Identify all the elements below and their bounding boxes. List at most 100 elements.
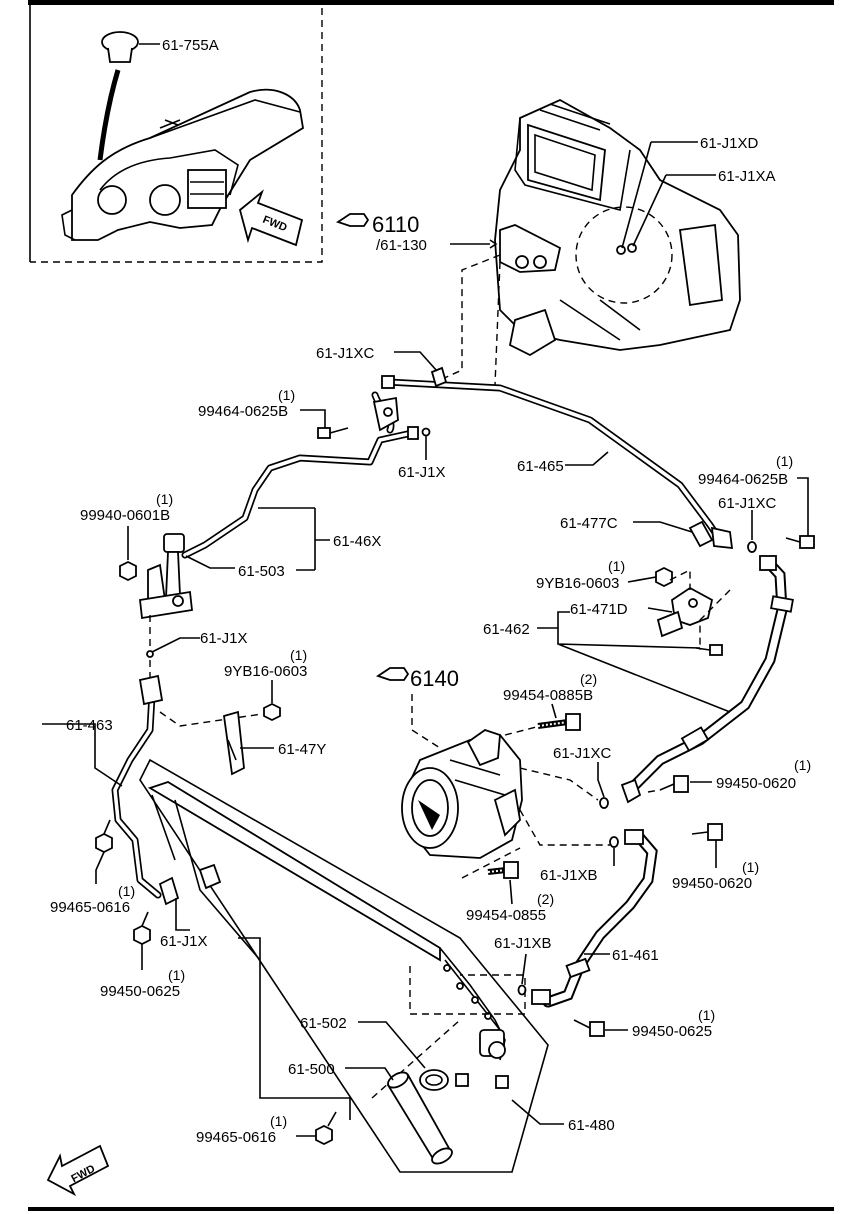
label-9yb16-0603-left: 9YB16-0603 [224, 663, 307, 680]
fwd-arrow-bottom: FWD [46, 1144, 110, 1197]
leader-61-j1x-left [151, 637, 200, 653]
dashed-receiver [371, 1019, 461, 1099]
label-61-j1xa: 61-J1XA [718, 168, 776, 185]
label-61-500: 61-500 [288, 1061, 335, 1078]
label-61-503: 61-503 [238, 563, 285, 580]
label-61-j1x-left: 61-J1X [200, 630, 248, 647]
fitting-61-477c [688, 520, 734, 550]
bolt-99464-0625b-left [317, 427, 349, 439]
valve-block-61-503 [139, 533, 193, 620]
label-99940-0601b: 99940-0601B [80, 507, 170, 524]
bolt-99450-0620-a [659, 775, 689, 793]
pipe-61-46x [181, 426, 419, 559]
leader-61-480 [511, 1099, 564, 1125]
label-99450-0620-a: 99450-0620 [716, 775, 796, 792]
hvac-unit-illustration [494, 98, 741, 357]
dashed-9yb16-left [159, 711, 263, 727]
label-99464-0625b-left: 99464-0625B [198, 403, 288, 420]
bolt-99465-0616-bottom [315, 1111, 337, 1146]
label-61-461: 61-461 [612, 947, 659, 964]
condenser-61-480 [139, 758, 549, 1173]
leader-61-465 [565, 451, 609, 466]
inset-leader-arc [97, 69, 121, 161]
count-99450-0625-left: (1) [168, 967, 185, 983]
label-61-477c: 61-477C [560, 515, 618, 532]
oring-61-j1xc-right [747, 541, 757, 553]
bolt-receiver [495, 1075, 509, 1089]
bolt-99454-0855 [487, 861, 519, 879]
count-99464-0625b-left: (1) [278, 387, 295, 403]
dashed-connector-hvac-right [494, 261, 501, 386]
hose-61-462 [620, 555, 794, 804]
leader-61-500 [345, 1067, 394, 1081]
label-99464-0625b-right: 99464-0625B [698, 471, 788, 488]
dashboard-illustration [61, 88, 304, 241]
leader-61-j1xd [621, 141, 698, 249]
count-99454-0885b: (2) [580, 671, 597, 687]
label-99465-0616-left: 99465-0616 [50, 899, 130, 916]
dashed-bracket-right [699, 589, 731, 650]
group-ref-icon-6140 [375, 667, 410, 681]
bolt-clamp-502 [455, 1073, 469, 1087]
count-99454-0855: (2) [537, 891, 554, 907]
leader-99464-0625b-left [300, 409, 326, 428]
clamp-61-502 [419, 1069, 449, 1091]
dashed-comp-j1xb [519, 809, 610, 846]
leader-99454-0885b [551, 703, 557, 719]
dashed-6140 [411, 694, 441, 749]
leader-61-46x [258, 507, 330, 570]
bracket-left-upper [372, 396, 399, 432]
bolt-99454-0885b [537, 713, 581, 731]
bracket-61-47y [223, 710, 245, 776]
bolt-99450-0620-b [691, 823, 723, 841]
label-61-465: 61-465 [517, 458, 564, 475]
label-99450-0620-b: 99450-0620 [672, 875, 752, 892]
leader-99465-0616-left [95, 851, 105, 884]
oring-61-j1x-mid [421, 427, 431, 437]
label-9yb16-0603-right: 9YB16-0603 [536, 575, 619, 592]
leader-61-j1xc-comp [597, 762, 605, 798]
bolt-9yb16-0603-left [263, 702, 281, 722]
label-61-47y: 61-47Y [278, 741, 326, 758]
bolt-9yb16-0603-right [655, 566, 673, 588]
clip-part-61-755a [101, 31, 139, 63]
label-61-j1x-low: 61-J1X [160, 933, 208, 950]
leader-61-477c [633, 521, 693, 533]
fitting-61-j1x-low [158, 876, 180, 906]
oring-61-j1x-left [146, 650, 154, 658]
leader-61-462 [557, 611, 731, 713]
leader-99464-0625b-right [797, 477, 809, 536]
leader-61-503 [185, 555, 235, 569]
label-61-46x: 61-46X [333, 533, 381, 550]
bolt-99450-0625-right [573, 1019, 605, 1037]
count-99465-0616-left: (1) [118, 883, 135, 899]
label-61-j1xb-b: 61-J1XB [494, 935, 552, 952]
label-99454-0885b: 99454-0885B [503, 687, 593, 704]
top-border [28, 0, 834, 5]
group-ref-6140: 6140 [410, 666, 459, 691]
group-ref-61-130: /61-130 [376, 237, 427, 254]
count-99940-0601b: (1) [156, 491, 173, 507]
nut-99940-0601b [119, 560, 137, 582]
count-9yb16-0603-right: (1) [608, 558, 625, 574]
leader-61-502 [358, 1021, 426, 1069]
leader-61-471d [647, 607, 673, 613]
label-99454-0855: 99454-0855 [466, 907, 546, 924]
count-99450-0620-a: (1) [794, 757, 811, 773]
leader-99454-0855 [509, 879, 513, 905]
label-61-463: 61-463 [66, 717, 113, 734]
count-99465-0616-bottom: (1) [270, 1113, 287, 1129]
dashed-condenser-fittings [409, 966, 526, 1015]
bottom-border [28, 1207, 834, 1211]
compressor-illustration [401, 729, 523, 859]
hose-61-461 [531, 829, 658, 1008]
count-9yb16-0603-left: (1) [290, 647, 307, 663]
leader-61-j1xb-b [521, 953, 527, 985]
label-61-j1x-mid: 61-J1X [398, 464, 446, 481]
group-ref-6110: 6110 [372, 212, 419, 237]
leader-61-463 [42, 723, 123, 787]
bolt-99465-0616-left [95, 819, 113, 854]
label-61-480: 61-480 [568, 1117, 615, 1134]
label-99450-0625-left: 99450-0625 [100, 983, 180, 1000]
